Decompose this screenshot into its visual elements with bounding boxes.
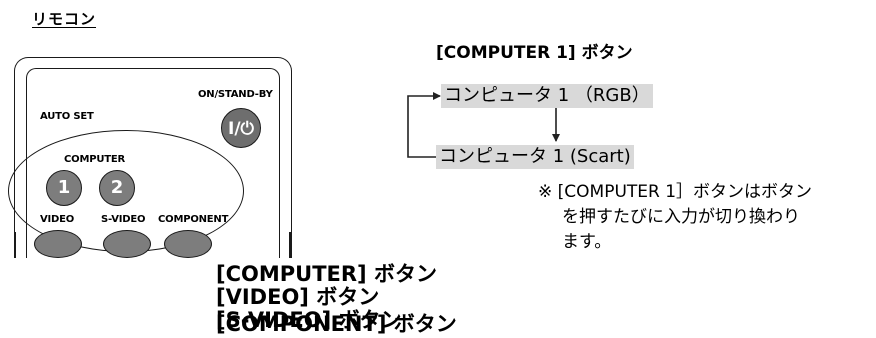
computer-button-label: [COMPUTER] ボタン [216,262,437,286]
note-line-2: を押すたびに入力が切り換わり [562,207,800,227]
s-video-button-label: [S-VIDEO] ボタン [216,308,402,332]
component-label: COMPONENT [158,214,229,225]
video-label: VIDEO [40,214,75,225]
video-button-label: [VIDEO] ボタン [216,285,380,309]
power-label: ON/STAND-BY [198,89,273,100]
computer-1-button[interactable]: 1 [46,170,82,206]
component-button-label: [COMPONENT] ボタン [216,312,457,336]
component-button[interactable] [164,230,212,258]
section-title: リモコン [32,10,97,28]
power-icon: I/⏻ [228,119,254,139]
s-video-label: S-VIDEO [101,214,146,225]
remote-crop [0,258,300,338]
flow-item-rgb: コンピュータ 1 （RGB） [441,84,653,108]
note: ※ [COMPUTER 1］ボタンはボタン を押すたびに入力が切り換わり ます。 [538,180,868,255]
s-video-button[interactable] [103,230,151,258]
note-line-1: ※ [COMPUTER 1］ボタンはボタン [538,182,813,202]
computer1-title: [COMPUTER 1] ボタン [436,43,633,63]
power-button[interactable]: I/⏻ [221,108,261,148]
flow-item-scart: コンピュータ 1 (Scart) [436,145,634,169]
video-button[interactable] [34,230,82,258]
remote-edge-left [14,232,16,258]
computer-label: COMPUTER [64,154,125,165]
remote-edge-right [289,232,291,258]
note-line-3: ます。 [562,232,612,252]
computer-2-button[interactable]: 2 [99,170,135,206]
auto-set-label: AUTO SET [40,111,94,122]
